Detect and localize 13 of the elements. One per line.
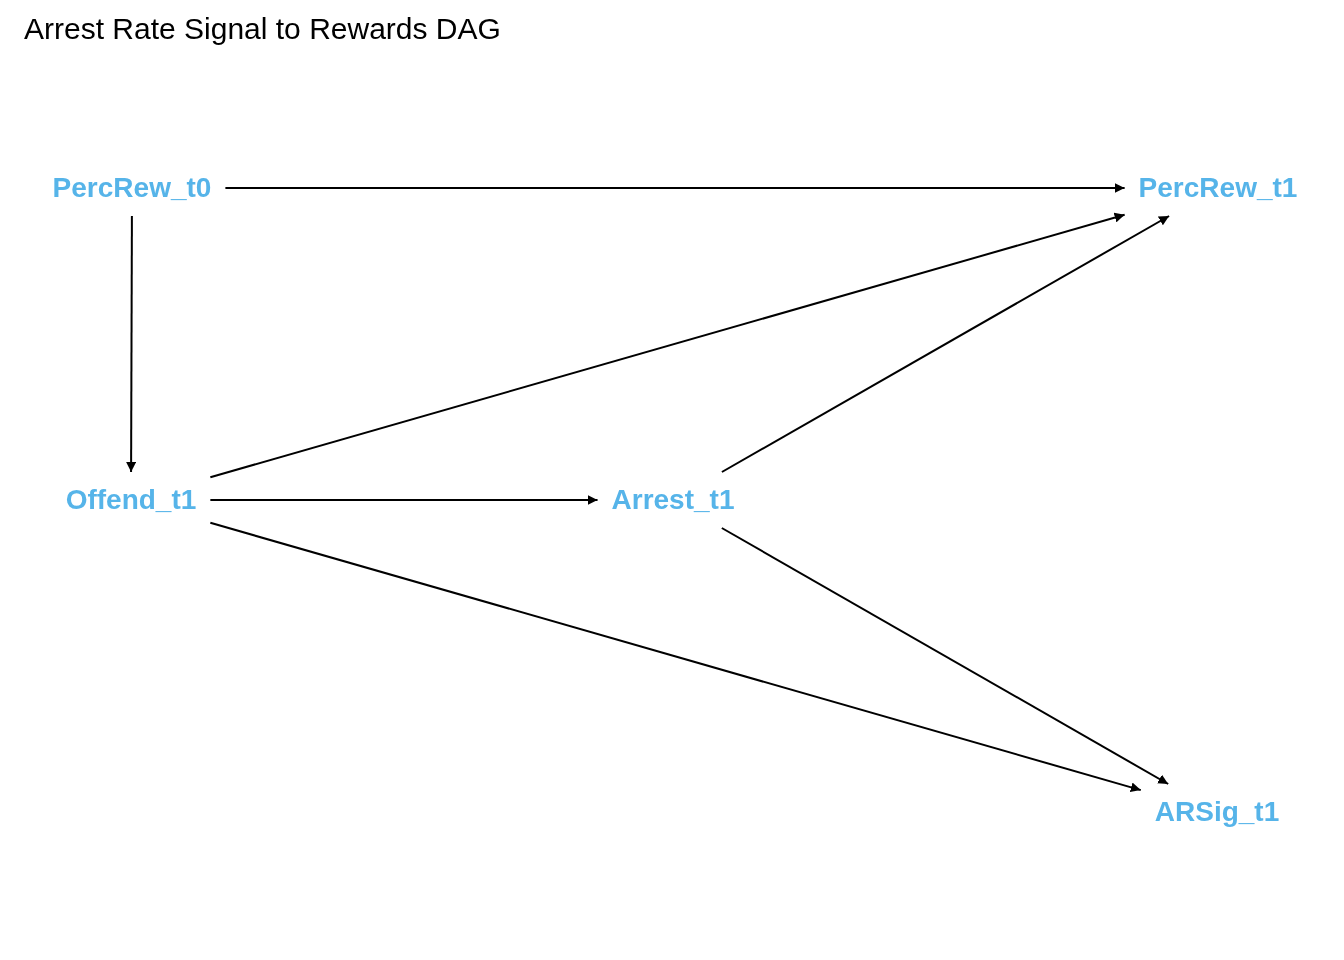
arrow bbox=[224, 183, 1126, 193]
node-label: ARSig_t1 bbox=[1150, 794, 1284, 830]
arrow bbox=[720, 527, 1170, 785]
arrow bbox=[126, 215, 137, 473]
arrow bbox=[209, 212, 1126, 479]
node-label: Offend_t1 bbox=[61, 482, 201, 518]
arrow bbox=[209, 495, 599, 505]
arrow bbox=[209, 521, 1142, 793]
diagram-title: Arrest Rate Signal to Rewards DAG bbox=[24, 12, 501, 46]
node-label: Arrest_t1 bbox=[607, 482, 739, 518]
node-label: PercRew_t1 bbox=[1134, 170, 1302, 206]
arrow bbox=[720, 215, 1171, 473]
node-label: PercRew_t0 bbox=[48, 170, 216, 206]
